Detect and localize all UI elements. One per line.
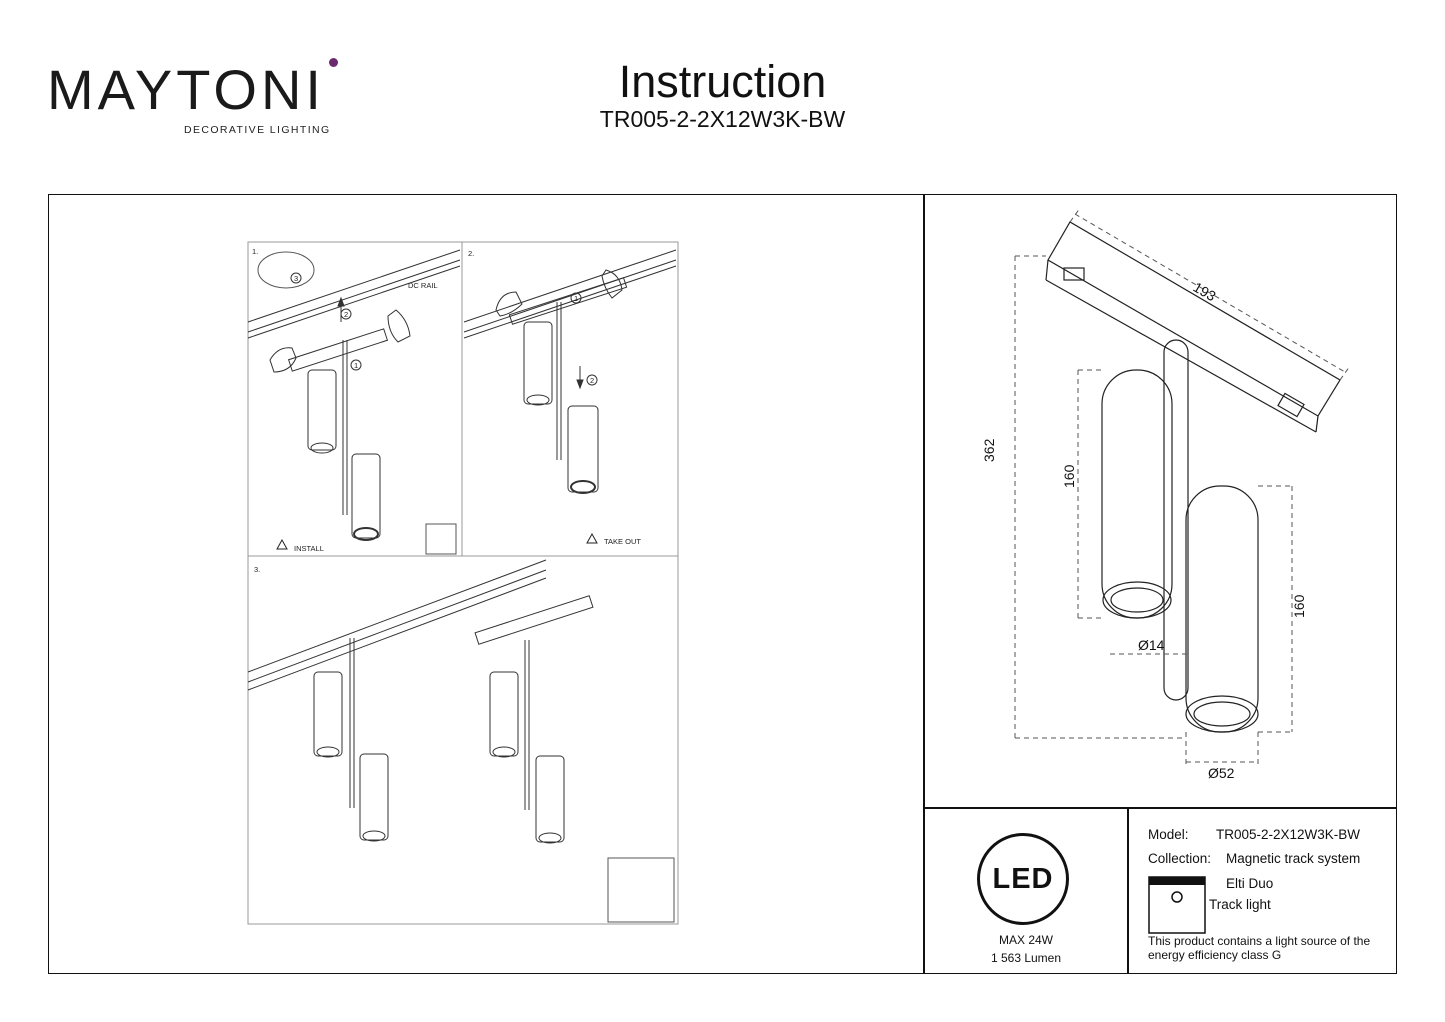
step2-caption: TAKE OUT (604, 537, 641, 546)
step1-mark2: 2 (344, 310, 348, 319)
step2-mark2: 2 (590, 376, 594, 385)
warning-icon (276, 538, 288, 550)
spec-model-label: Model: (1148, 827, 1189, 842)
dim-height: 362 (981, 438, 997, 462)
divider-horizontal (923, 807, 1397, 809)
installation-steps: 1. DC RAIL 1 2 3 INSTALL 2. 1 2 TAKE OUT… (247, 241, 679, 925)
page-title: Instruction (618, 56, 827, 107)
track-light-icon (1148, 876, 1206, 934)
spec-energy-note: This product contains a light source of … (1148, 934, 1371, 962)
logo-dot (329, 58, 338, 67)
spec-series: Elti Duo (1226, 876, 1274, 891)
dim-shade-lower: 160 (1291, 594, 1307, 618)
step1-dc-rail: DC RAIL (408, 281, 438, 290)
spec-type: Track light (1209, 897, 1271, 912)
led-max-power: MAX 24W (998, 933, 1053, 947)
divider-vertical (923, 194, 925, 974)
dim-shade-diameter: Ø52 (1208, 765, 1235, 781)
step2-number: 2. (468, 249, 474, 258)
divider-spec (1127, 807, 1129, 974)
dim-rod-diameter: Ø14 (1138, 637, 1165, 653)
spec-model-value: TR005-2-2X12W3K-BW (1216, 827, 1361, 842)
step2-mark1: 1 (574, 294, 578, 303)
brand-tagline: DECORATIVE LIGHTING (184, 124, 331, 136)
step1-mark1: 1 (354, 361, 358, 370)
led-lumen: 1 563 Lumen (990, 951, 1062, 965)
document-frame (48, 194, 1397, 974)
dimension-drawing: 193 362 160 160 Ø14 Ø52 (981, 210, 1351, 781)
brand-logo: MAYTONI (47, 58, 325, 121)
led-badge-text: LED (992, 862, 1054, 895)
spec-collection-label: Collection: (1148, 851, 1212, 866)
dim-shade-upper: 160 (1061, 464, 1077, 488)
page-model: TR005-2-2X12W3K-BW (599, 106, 846, 132)
dim-length: 193 (1191, 279, 1219, 305)
step1-number: 1. (252, 247, 258, 256)
step1-caption: INSTALL (294, 544, 324, 553)
led-badge: LED (977, 833, 1069, 925)
warning-icon (586, 532, 598, 544)
spec-collection-value: Magnetic track system (1226, 851, 1361, 866)
step1-mark3: 3 (294, 274, 298, 283)
step3-number: 3. (254, 565, 260, 574)
